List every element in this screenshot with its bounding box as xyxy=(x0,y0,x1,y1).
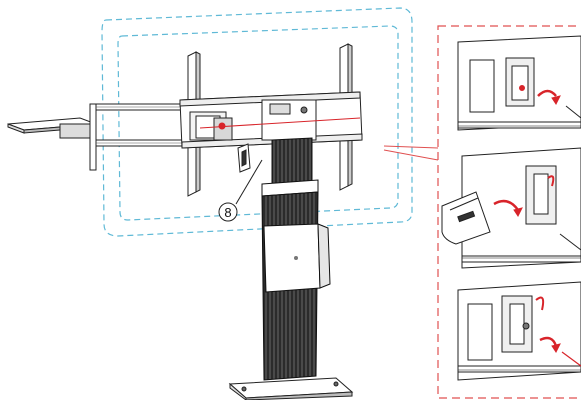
latch-handle xyxy=(237,143,251,173)
rotation-arrow-icon xyxy=(551,95,561,105)
detail-step-1 xyxy=(457,35,581,131)
detail-panel xyxy=(437,25,581,399)
callout-8: 8 xyxy=(218,202,238,222)
mounting-frame xyxy=(179,91,363,149)
base-plate xyxy=(228,377,354,400)
rotation-arrow-icon xyxy=(551,343,561,353)
keyboard-tray-arm xyxy=(7,103,189,171)
detail-step-2 xyxy=(441,147,581,269)
lift-column xyxy=(261,137,331,381)
callout-leader xyxy=(235,159,263,205)
rotation-arrow-icon xyxy=(513,207,523,217)
callout-number: 8 xyxy=(224,205,231,220)
callout-circle xyxy=(218,202,238,222)
detail-leader-2 xyxy=(383,149,439,161)
screen-outline xyxy=(101,7,413,237)
detail-leader xyxy=(383,145,439,149)
detail-step-3 xyxy=(457,281,581,381)
